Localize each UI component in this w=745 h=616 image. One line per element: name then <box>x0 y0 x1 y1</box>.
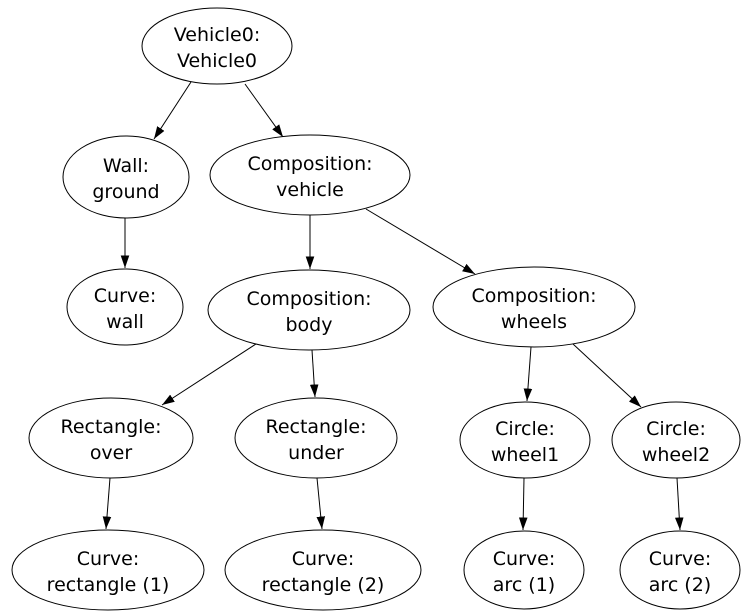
node-curve-rectangle-2-ellipse <box>224 529 422 611</box>
node-curve-arc-1-label: Curve: arc (1) <box>493 548 555 596</box>
node-circle-wheel1-label-line1: Circle: <box>495 418 555 440</box>
node-rectangle-over-label-line1: Rectangle: <box>60 416 161 438</box>
node-composition-wheels-label-line2: wheels <box>501 311 567 333</box>
node-wall-ground: Wall: ground <box>62 135 190 219</box>
node-circle-wheel1-label-line2: wheel1 <box>491 444 559 466</box>
node-wall-ground-label: Wall: ground <box>92 155 159 203</box>
node-curve-rectangle-1-label-line2: rectangle (1) <box>47 574 170 596</box>
node-rectangle-over-label: Rectangle: over <box>60 416 161 464</box>
node-composition-vehicle-label-line2: vehicle <box>276 179 344 201</box>
node-curve-rectangle-2-label: Curve: rectangle (2) <box>262 548 385 596</box>
edge-composition-vehicle-to-composition-wheels <box>365 208 476 275</box>
node-wall-ground-label-line1: Wall: <box>103 155 149 177</box>
node-composition-body: Composition: body <box>207 269 411 351</box>
node-wall-ground-label-line2: ground <box>92 181 159 203</box>
node-composition-vehicle: Composition: vehicle <box>209 134 411 216</box>
node-wall-ground-ellipse <box>62 135 190 219</box>
node-curve-arc-2-ellipse <box>619 530 741 610</box>
node-curve-rectangle-2-label-line2: rectangle (2) <box>262 574 385 596</box>
node-curve-rectangle-2-label-line1: Curve: <box>292 548 354 570</box>
node-circle-wheel2-label: Circle: wheel2 <box>642 418 710 466</box>
node-composition-body-label-line2: body <box>286 314 333 336</box>
node-composition-wheels-label-line1: Composition: <box>471 285 596 307</box>
edge-circle-wheel2-to-curve-arc-2 <box>674 477 684 531</box>
node-rectangle-under-label-line2: under <box>288 442 344 464</box>
node-curve-rectangle-1-label: Curve: rectangle (1) <box>47 548 170 596</box>
node-vehicle0-label-line1: Vehicle0: <box>174 24 260 46</box>
node-circle-wheel2-label-line2: wheel2 <box>642 444 710 466</box>
node-curve-wall-ellipse <box>66 268 184 346</box>
node-composition-body-label: Composition: body <box>246 288 371 336</box>
node-curve-rectangle-1: Curve: rectangle (1) <box>11 529 205 611</box>
node-curve-arc-1-label-line1: Curve: <box>493 548 555 570</box>
node-curve-arc-1-ellipse <box>463 530 585 610</box>
node-composition-wheels-ellipse <box>432 266 636 348</box>
edge-rectangle-under-to-curve-rectangle-2 <box>316 477 326 530</box>
node-curve-arc-2-label-line1: Curve: <box>649 548 711 570</box>
node-rectangle-under-ellipse <box>234 397 398 479</box>
node-curve-wall: Curve: wall <box>66 268 184 346</box>
node-rectangle-over: Rectangle: over <box>28 397 194 479</box>
edge-composition-wheels-to-circle-wheel2 <box>572 343 642 408</box>
edge-circle-wheel1-to-curve-arc-1 <box>518 477 528 531</box>
node-rectangle-over-label-line2: over <box>90 442 133 464</box>
node-curve-rectangle-2: Curve: rectangle (2) <box>224 529 422 611</box>
edge-composition-body-to-rectangle-under <box>309 349 319 398</box>
edge-composition-wheels-to-circle-wheel1 <box>523 346 533 402</box>
node-composition-wheels: Composition: wheels <box>432 266 636 348</box>
node-composition-body-ellipse <box>207 269 411 351</box>
node-circle-wheel1-label: Circle: wheel1 <box>491 418 559 466</box>
node-composition-body-label-line1: Composition: <box>246 288 371 310</box>
node-curve-arc-1: Curve: arc (1) <box>463 530 585 610</box>
node-circle-wheel2: Circle: wheel2 <box>611 401 741 479</box>
edge-composition-body-to-rectangle-over <box>161 343 257 406</box>
node-curve-rectangle-1-label-line1: Curve: <box>77 548 139 570</box>
node-rectangle-under-label: Rectangle: under <box>265 416 366 464</box>
node-rectangle-under: Rectangle: under <box>234 397 398 479</box>
node-curve-arc-2-label: Curve: arc (2) <box>649 548 711 596</box>
node-composition-vehicle-ellipse <box>209 134 411 216</box>
node-composition-wheels-label: Composition: wheels <box>471 285 596 333</box>
node-curve-wall-label: Curve: wall <box>94 285 156 333</box>
node-circle-wheel2-label-line1: Circle: <box>646 418 706 440</box>
node-circle-wheel2-ellipse <box>611 401 741 479</box>
node-curve-arc-1-label-line2: arc (1) <box>493 574 555 596</box>
node-curve-wall-label-line2: wall <box>106 311 144 333</box>
node-circle-wheel1: Circle: wheel1 <box>459 401 591 479</box>
node-vehicle0-ellipse <box>141 7 293 85</box>
edge-vehicle0-to-wall-ground <box>153 81 192 140</box>
edge-vehicle0-to-composition-vehicle <box>244 83 284 138</box>
node-rectangle-over-ellipse <box>28 397 194 479</box>
node-circle-wheel1-ellipse <box>459 401 591 479</box>
node-curve-arc-2: Curve: arc (2) <box>619 530 741 610</box>
node-curve-wall-label-line1: Curve: <box>94 285 156 307</box>
node-rectangle-under-label-line1: Rectangle: <box>265 416 366 438</box>
node-vehicle0-label-line2: Vehicle0 <box>177 50 257 72</box>
node-curve-rectangle-1-ellipse <box>11 529 205 611</box>
node-curve-arc-2-label-line2: arc (2) <box>649 574 711 596</box>
node-vehicle0: Vehicle0: Vehicle0 <box>141 7 293 85</box>
node-composition-vehicle-label: Composition: vehicle <box>247 153 372 201</box>
node-composition-vehicle-label-line1: Composition: <box>247 153 372 175</box>
node-vehicle0-label: Vehicle0: Vehicle0 <box>174 24 260 72</box>
edge-rectangle-over-to-curve-rectangle-1 <box>102 477 112 530</box>
